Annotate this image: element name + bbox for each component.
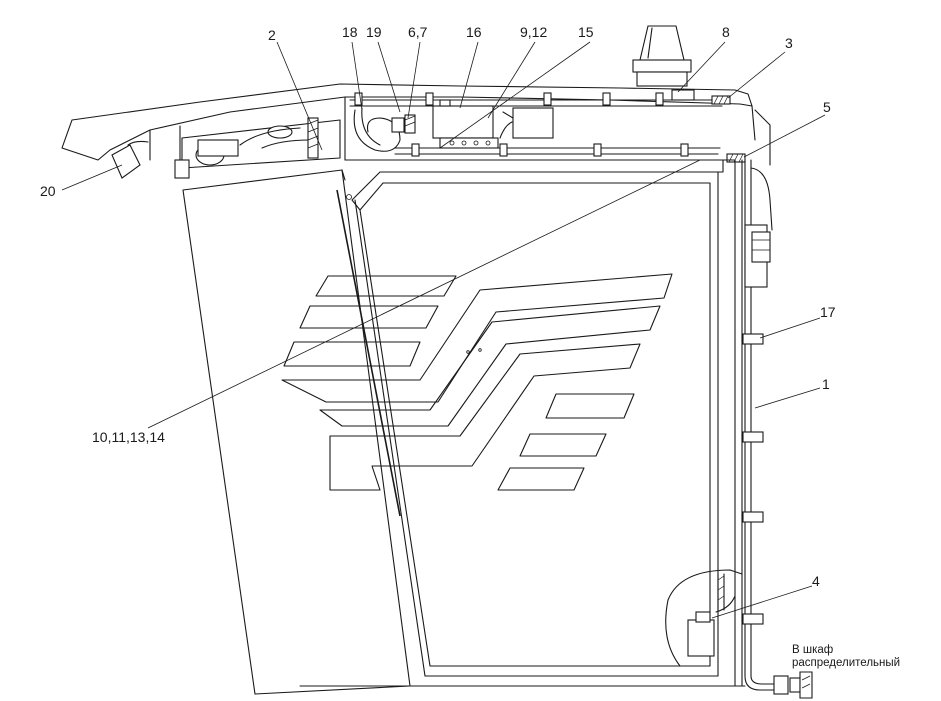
callout-15: 15 [578,24,594,40]
callout-19: 19 [366,24,382,40]
callout-17: 17 [820,304,836,320]
callout-4: 4 [812,573,820,589]
callout-6-7: 6,7 [408,24,428,40]
callout-1: 1 [822,376,830,392]
cabinet-note: В шкаф распределительный [792,644,900,669]
callout-8: 8 [722,24,730,40]
callout-5: 5 [823,99,831,115]
callout-18: 18 [342,24,358,40]
relay-block [499,107,554,139]
lower-cutaway [665,569,743,667]
vertical-harness-1 [742,159,813,699]
cab-side-frame [299,159,746,687]
callout-16: 16 [466,24,482,40]
callout-20: 20 [40,183,56,199]
connector-20 [111,140,149,179]
leader-lines [61,41,826,619]
note-line-2: распределительный [792,657,900,669]
callouts: 2 18 19 6,7 16 9,12 15 8 3 5 17 1 4 20 1… [40,24,836,589]
beacon-lamp [632,25,692,87]
callout-3: 3 [785,35,793,51]
wiper-motor-assembly [174,117,341,179]
callout-2: 2 [268,27,276,43]
cable-bundle-18-19 [353,107,416,152]
callout-10-11-13-14: 10,11,13,14 [92,429,165,445]
note-line-1: В шкаф [792,644,833,656]
callout-9-12: 9,12 [520,24,547,40]
door-panel [182,169,411,695]
cab-roof [61,83,771,176]
control-unit-16 [432,99,499,149]
stripe-emblem [281,273,673,491]
